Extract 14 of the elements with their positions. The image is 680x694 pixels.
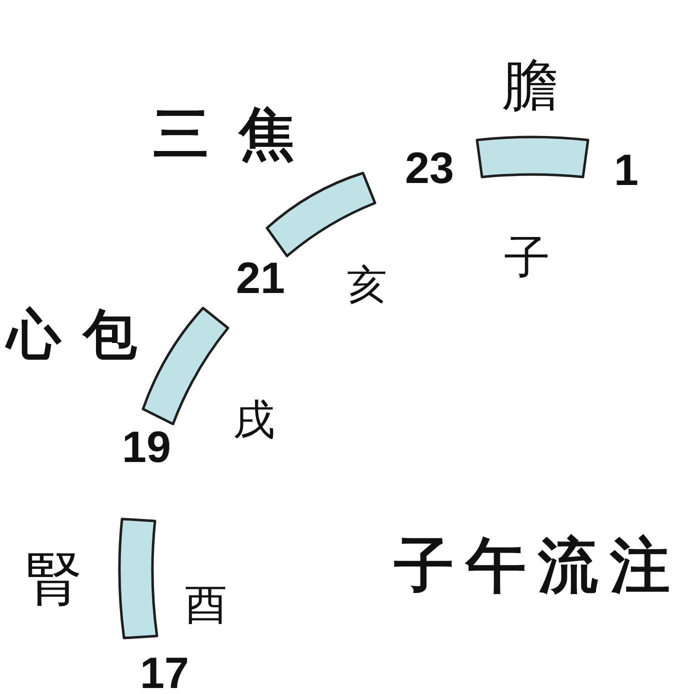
hour-number: 1 xyxy=(614,153,638,189)
hour-number: 21 xyxy=(236,261,285,297)
hour-number: 19 xyxy=(122,430,171,466)
diagram-title: 子午流注 xyxy=(394,536,670,596)
earthly-branch: 戌 xyxy=(233,399,275,441)
hour-number: 23 xyxy=(405,151,454,187)
earthly-branch: 子 xyxy=(504,234,550,280)
organ-name: 三焦 xyxy=(153,107,295,163)
earthly-branch: 亥 xyxy=(347,265,387,305)
earthly-branch: 酉 xyxy=(185,584,227,626)
hour-number: 17 xyxy=(140,656,189,692)
organ-name: 膽 xyxy=(502,58,558,114)
organ-name: 心包 xyxy=(7,308,137,362)
organ-name: 腎 xyxy=(26,552,82,608)
